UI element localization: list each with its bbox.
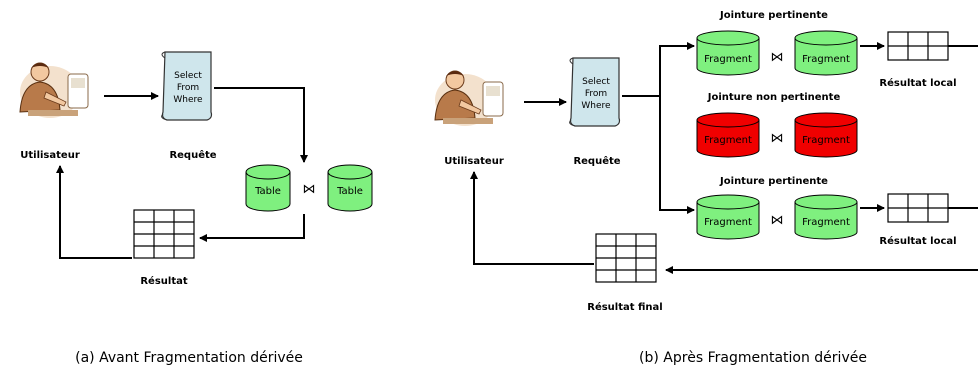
final-result-label: Résultat final	[587, 301, 662, 313]
user-icon	[19, 62, 89, 119]
join-top-label: Jointure pertinente	[719, 10, 828, 21]
fragment-top-2: Fragment	[794, 30, 858, 76]
query-b-line-1: Select	[582, 77, 610, 87]
join-mid-label: Jointure non pertinente	[707, 92, 841, 103]
join-symbol-bot: ⋈	[771, 213, 784, 228]
arrow-query-to-join	[214, 87, 308, 163]
arrow-query-to-join-top	[622, 42, 695, 97]
panel-a: Utilisateur Select From Where Requête Ta…	[19, 51, 373, 366]
arrow-join-to-result	[199, 214, 305, 242]
fragment-top-2-label: Fragment	[802, 54, 850, 65]
panel-b: Utilisateur Select From Where Requête Jo…	[434, 10, 978, 366]
query-scroll-b: Select From Where	[569, 57, 621, 127]
caption-a: (a) Avant Fragmentation dérivée	[75, 350, 303, 366]
join-symbol-top: ⋈	[771, 50, 784, 65]
local-result-bot-label: Résultat local	[879, 235, 956, 247]
table-cylinder-1: Table	[245, 164, 291, 212]
fragment-bot-1: Fragment	[696, 194, 760, 240]
fragment-bot-2: Fragment	[794, 194, 858, 240]
fragment-mid-1: Fragment	[696, 112, 760, 158]
fragment-bot-2-label: Fragment	[802, 217, 850, 228]
query-line-2: From	[177, 83, 199, 93]
table-cylinder-2: Table	[327, 164, 373, 212]
final-result-table-icon	[595, 233, 657, 283]
join-bot-label: Jointure pertinente	[719, 176, 828, 187]
arrow-final-to-user	[470, 171, 594, 265]
table-label-1: Table	[254, 186, 281, 197]
table-label-2: Table	[336, 186, 363, 197]
local-result-bot-icon	[887, 193, 949, 223]
fragment-mid-2-label: Fragment	[802, 135, 850, 146]
user-label-b: Utilisateur	[444, 156, 504, 167]
join-symbol-mid: ⋈	[771, 131, 784, 146]
fragment-top-1: Fragment	[696, 30, 760, 76]
query-line-3: Where	[173, 95, 203, 105]
query-line-1: Select	[174, 71, 202, 81]
arrow-result-to-user	[56, 165, 132, 259]
query-b-line-2: From	[585, 89, 607, 99]
fragment-bot-1-label: Fragment	[704, 217, 752, 228]
local-result-top-icon	[887, 31, 949, 61]
query-b-line-3: Where	[581, 101, 611, 111]
request-label-b: Requête	[573, 155, 620, 167]
result-table-icon	[133, 209, 195, 259]
arrow-query-to-join-bottom	[659, 96, 695, 214]
result-label: Résultat	[140, 275, 188, 287]
fragment-mid-1-label: Fragment	[704, 135, 752, 146]
fragment-top-1-label: Fragment	[704, 54, 752, 65]
user-icon-b	[434, 70, 504, 127]
caption-b: (b) Après Fragmentation dérivée	[639, 350, 867, 366]
local-result-top-label: Résultat local	[879, 77, 956, 89]
join-symbol: ⋈	[303, 182, 316, 197]
query-scroll: Select From Where	[161, 51, 213, 121]
fragment-mid-2: Fragment	[794, 112, 858, 158]
request-label: Requête	[169, 149, 216, 161]
user-label: Utilisateur	[20, 150, 80, 161]
